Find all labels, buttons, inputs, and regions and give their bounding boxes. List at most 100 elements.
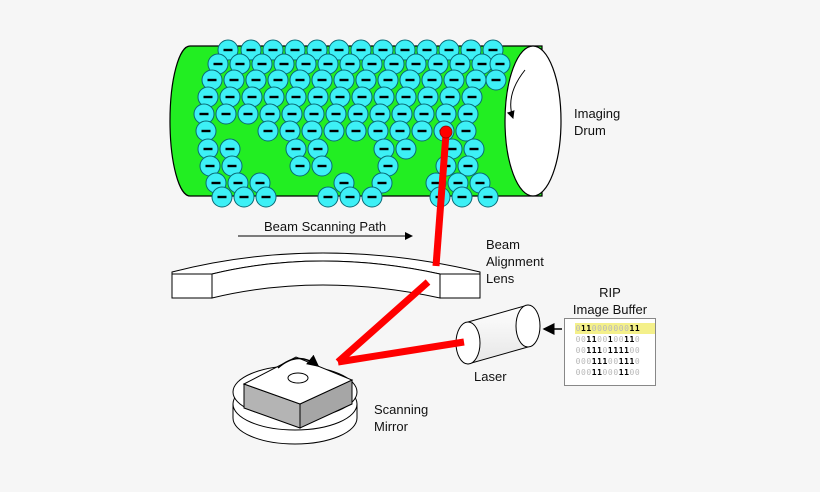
negative-charge-icon: [313, 95, 323, 99]
toner-particle: [284, 39, 306, 61]
toner-particle: [339, 186, 361, 208]
toner-particle: [215, 103, 237, 125]
image-buffer-row: 000110001100: [575, 368, 640, 377]
toner-particle: [281, 103, 303, 125]
imaging-drum: [169, 39, 562, 208]
toner-particle: [351, 86, 373, 108]
negative-charge-icon: [417, 129, 427, 133]
toner-particle: [455, 120, 477, 142]
toner-particle: [411, 120, 433, 142]
negative-charge-icon: [444, 48, 454, 52]
negative-charge-icon: [483, 195, 493, 199]
toner-particle: [451, 186, 473, 208]
toner-particle: [325, 103, 347, 125]
toner-particle: [251, 53, 273, 75]
negative-charge-icon: [268, 48, 278, 52]
negative-charge-icon: [312, 48, 322, 52]
negative-charge-icon: [225, 147, 235, 151]
negative-charge-icon: [287, 112, 297, 116]
negative-charge-icon: [471, 78, 481, 82]
negative-charge-icon: [257, 62, 267, 66]
toner-particle: [345, 120, 367, 142]
negative-charge-icon: [243, 112, 253, 116]
toner-particle: [361, 53, 383, 75]
image-buffer-row: 001100100110: [575, 335, 640, 344]
toner-particle: [416, 39, 438, 61]
toner-particle: [373, 86, 395, 108]
negative-charge-icon: [466, 48, 476, 52]
negative-charge-icon: [449, 78, 459, 82]
toner-particle: [237, 103, 259, 125]
negative-charge-icon: [427, 78, 437, 82]
toner-particle: [207, 53, 229, 75]
toner-particle: [323, 120, 345, 142]
negative-charge-icon: [255, 181, 265, 185]
negative-charge-icon: [211, 181, 221, 185]
negative-charge-icon: [207, 78, 217, 82]
toner-particle: [389, 120, 411, 142]
negative-charge-icon: [203, 147, 213, 151]
negative-charge-icon: [423, 95, 433, 99]
negative-charge-icon: [269, 95, 279, 99]
negative-charge-icon: [455, 62, 465, 66]
toner-particle: [289, 155, 311, 177]
toner-particle: [460, 39, 482, 61]
negative-charge-icon: [233, 181, 243, 185]
toner-particle: [438, 39, 460, 61]
toner-particle: [395, 138, 417, 160]
negative-charge-icon: [295, 78, 305, 82]
image-buffer-row: 001110111100: [575, 346, 640, 355]
negative-charge-icon: [339, 78, 349, 82]
negative-charge-icon: [317, 78, 327, 82]
negative-charge-icon: [295, 164, 305, 168]
image-buffer-row: 000111001110: [575, 357, 640, 366]
negative-charge-icon: [247, 95, 257, 99]
laser-label: Laser: [474, 369, 507, 384]
toner-particle: [262, 39, 284, 61]
negative-charge-icon: [383, 78, 393, 82]
negative-charge-icon: [375, 112, 385, 116]
negative-charge-icon: [367, 62, 377, 66]
toner-particle: [257, 120, 279, 142]
negative-charge-icon: [351, 129, 361, 133]
negative-charge-icon: [395, 129, 405, 133]
negative-charge-icon: [227, 164, 237, 168]
negative-charge-icon: [447, 147, 457, 151]
negative-charge-icon: [495, 62, 505, 66]
negative-charge-icon: [334, 48, 344, 52]
scanning-mirror: [232, 354, 358, 445]
beam-scanning-path-label: Beam Scanning Path: [264, 219, 387, 234]
negative-charge-icon: [445, 95, 455, 99]
toner-particle: [279, 120, 301, 142]
negative-charge-icon: [419, 112, 429, 116]
negative-charge-icon: [469, 147, 479, 151]
toner-particle: [361, 186, 383, 208]
negative-charge-icon: [345, 195, 355, 199]
negative-charge-icon: [345, 62, 355, 66]
negative-charge-icon: [261, 195, 271, 199]
negative-charge-icon: [279, 62, 289, 66]
negative-charge-icon: [323, 195, 333, 199]
negative-charge-icon: [213, 62, 223, 66]
negative-charge-icon: [203, 95, 213, 99]
toner-particle: [394, 39, 416, 61]
negative-charge-icon: [273, 78, 283, 82]
scanning-mirror-label: Scanning Mirror: [374, 402, 429, 434]
negative-charge-icon: [389, 62, 399, 66]
negative-charge-icon: [313, 147, 323, 151]
toner-particle: [240, 39, 262, 61]
toner-particle: [457, 155, 479, 177]
negative-charge-icon: [367, 195, 377, 199]
negative-charge-icon: [477, 62, 487, 66]
drum-rotation-arrow: [506, 69, 526, 119]
beam-alignment-lens: [171, 252, 481, 299]
laser-beam: [335, 125, 465, 366]
negative-charge-icon: [441, 112, 451, 116]
negative-charge-icon: [357, 95, 367, 99]
negative-charge-icon: [323, 62, 333, 66]
rip-image-buffer-label: RIP Image Buffer: [572, 285, 648, 317]
toner-particle: [395, 86, 417, 108]
negative-charge-icon: [290, 48, 300, 52]
negative-charge-icon: [467, 95, 477, 99]
